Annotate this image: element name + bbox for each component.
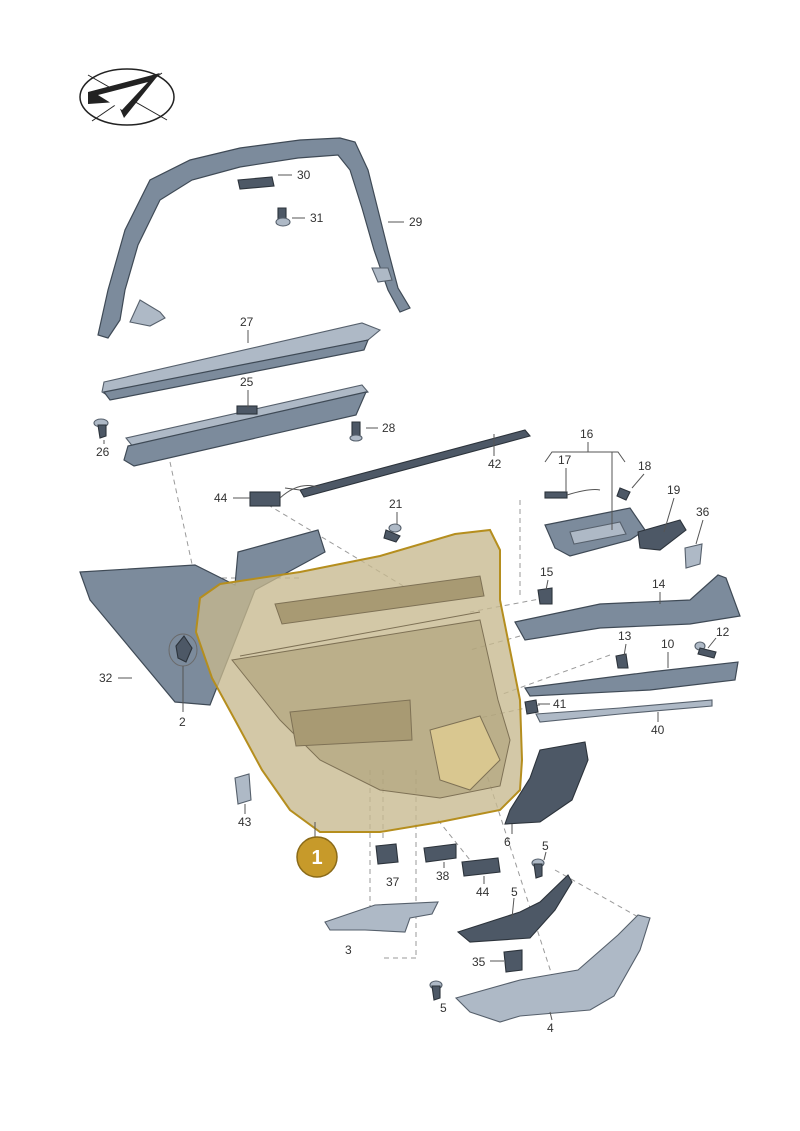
part-25-window-sill-trim bbox=[123, 384, 370, 467]
part-17-door-handle-assembly bbox=[544, 489, 646, 557]
part-15-armrest-trim bbox=[514, 574, 741, 641]
callout-6: 5 bbox=[511, 885, 518, 899]
part-10-speaker-grille bbox=[504, 741, 589, 825]
part-20-cover bbox=[637, 519, 687, 551]
part-37-switch bbox=[375, 843, 399, 865]
callout-12: 10 bbox=[661, 637, 675, 651]
callout-44: 44 bbox=[476, 885, 490, 899]
callout-29: 29 bbox=[409, 215, 423, 229]
part-29-window-frame-trim bbox=[97, 137, 411, 339]
part-6-bracket bbox=[456, 874, 573, 943]
callout-18: 17 bbox=[558, 453, 572, 467]
callout-25: 25 bbox=[240, 375, 254, 389]
callout-27: 27 bbox=[240, 315, 254, 329]
callout-10: 6 bbox=[504, 835, 511, 849]
part-3-pocket-trim bbox=[324, 901, 439, 933]
part-21-screw bbox=[383, 523, 402, 543]
callout-21: 21 bbox=[389, 497, 403, 511]
callout-42: 43 bbox=[238, 815, 252, 829]
part-16-clip bbox=[537, 587, 553, 605]
callout-31: 31 bbox=[310, 211, 324, 225]
part-12-trim-strip bbox=[523, 661, 739, 697]
callout-43: 44 bbox=[214, 491, 228, 505]
callout-41: 42 bbox=[488, 457, 502, 471]
callout-19: 18 bbox=[638, 459, 652, 473]
part-4-lower-trim bbox=[454, 914, 651, 1023]
callout-17: 16 bbox=[580, 427, 594, 441]
callout-15: 14 bbox=[652, 577, 666, 591]
part-13-clip bbox=[615, 653, 629, 669]
part-19-screw bbox=[616, 487, 631, 501]
leader-lines bbox=[103, 174, 717, 1021]
callout-28: 28 bbox=[382, 421, 396, 435]
callout-4: 4 bbox=[547, 1021, 554, 1035]
part-31-screw bbox=[275, 207, 291, 227]
callout-16: 15 bbox=[540, 565, 554, 579]
callout-35: 35 bbox=[472, 955, 486, 969]
part-27-window-seal-strip bbox=[101, 322, 382, 401]
callout-labels: 30 31 29 27 25 28 26 42 44 21 16 17 18 1… bbox=[96, 168, 730, 1035]
callout-20: 19 bbox=[667, 483, 681, 497]
part-42-cover-cap bbox=[234, 773, 252, 805]
callout-5-lower: 5 bbox=[440, 1001, 447, 1015]
callout-14: 12 bbox=[716, 625, 730, 639]
callout-36: 36 bbox=[696, 505, 710, 519]
callout-32: 32 bbox=[99, 671, 113, 685]
callout-26: 26 bbox=[96, 445, 110, 459]
part-26-screw bbox=[93, 418, 109, 439]
part-30-clip bbox=[237, 176, 275, 190]
part-14-screw bbox=[694, 641, 717, 659]
part-5-screw-lower bbox=[429, 980, 443, 1001]
callout-40: 41 bbox=[553, 697, 567, 711]
callout-5-upper: 5 bbox=[542, 839, 549, 853]
part-35-switch bbox=[503, 949, 523, 973]
part-5-screw-upper bbox=[531, 858, 545, 879]
part-1-door-trim-panel bbox=[194, 528, 524, 833]
part-43-connector bbox=[249, 485, 321, 507]
part-36-cover-cap bbox=[684, 543, 703, 569]
part-39-light-strip bbox=[535, 699, 713, 723]
callout-38: 38 bbox=[436, 869, 450, 883]
callout-3: 3 bbox=[345, 943, 352, 957]
orientation-arrow-icon bbox=[79, 68, 175, 126]
callout-30: 30 bbox=[297, 168, 311, 182]
part-38-switch bbox=[423, 843, 457, 863]
part-1-badge: 1 bbox=[296, 836, 338, 878]
callout-2: 2 bbox=[179, 715, 186, 729]
part-44-switch-unit bbox=[461, 857, 501, 877]
callout-37: 37 bbox=[386, 875, 400, 889]
badge-label: 1 bbox=[311, 847, 322, 869]
part-40-connector bbox=[524, 699, 539, 715]
callout-39: 40 bbox=[651, 723, 665, 737]
callout-13: 13 bbox=[618, 629, 632, 643]
part-28-clip bbox=[349, 421, 363, 442]
